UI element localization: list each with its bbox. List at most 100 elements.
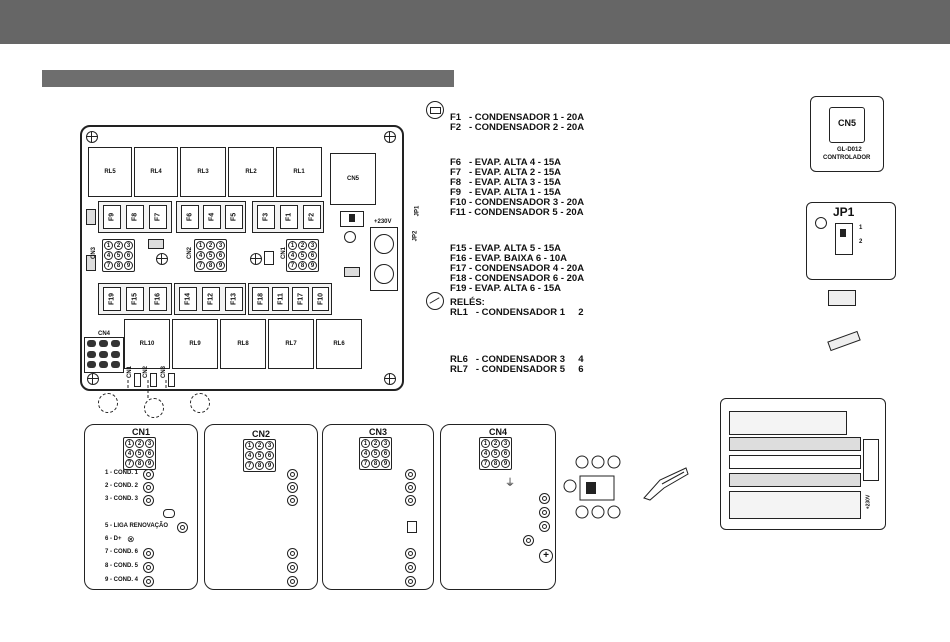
- motor-icon: [287, 495, 298, 506]
- motor-icon: [287, 469, 298, 480]
- diode-icon: [148, 239, 164, 249]
- connector-wires: [118, 380, 192, 398]
- legend-fuse-f18: F18 - CONDENSADOR 6 - 20A: [450, 273, 585, 284]
- motor-icon: [143, 562, 154, 573]
- screw-icon: [250, 253, 262, 265]
- jumper-jp1: [340, 211, 364, 227]
- pin-label-cn3: CN3: [161, 365, 168, 379]
- legend-fuse-f19: F19 - EVAP. ALTA 6 - 15A: [450, 283, 562, 294]
- screw-icon: [86, 131, 98, 143]
- jp1-title: JP1: [833, 205, 855, 219]
- thumb-fuses-row2: [729, 473, 861, 487]
- fuse-f12: F12: [202, 287, 220, 311]
- jp1-pos2: 2: [859, 239, 863, 245]
- plus-icon: +: [539, 549, 553, 563]
- jumper-drawing-icon: [828, 290, 856, 306]
- renovation-icon: [177, 522, 188, 533]
- fuse-f19: F19: [103, 287, 121, 311]
- diode-icon: [344, 267, 360, 277]
- pin-header: [168, 373, 175, 387]
- header-bar: [0, 0, 950, 44]
- board-label-cn1: CN1: [281, 246, 288, 260]
- legend-relays-title: RELÉS:: [450, 297, 485, 308]
- pin-label-cn2: CN2: [143, 365, 150, 379]
- jp1-box: JP1 1 2: [806, 202, 896, 280]
- legend-fuse-f9: F9 - EVAP. ALTA 1 - 15A: [450, 187, 562, 198]
- fuse-f5: F5: [225, 205, 243, 229]
- fuse-f6: F6: [181, 205, 199, 229]
- motor-icon: [287, 482, 298, 493]
- relay-rl5: RL5: [88, 147, 132, 197]
- screw-icon: [384, 373, 396, 385]
- cn5-title: CN5: [837, 118, 856, 128]
- fuse-relay-board: RL5 RL4 RL3 RL2 RL1 CN5 F9 F8 F7 F6 F4 F…: [80, 125, 404, 391]
- legend-fuse-f17: F17 - CONDENSADOR 4 - 20A: [450, 263, 585, 274]
- fuse-f9: F9: [103, 205, 121, 229]
- terminal-230v-label: +230V: [374, 219, 392, 225]
- motor-icon: [143, 576, 154, 587]
- jp1-pos1: 1: [859, 225, 863, 231]
- relay-rl8: RL8: [220, 319, 266, 369]
- thumb-connectors: [729, 455, 861, 469]
- thumb-relays-bottom: [729, 491, 861, 519]
- jp1-jumper: [835, 223, 853, 255]
- motor-icon: [405, 562, 416, 573]
- cn1-pin-1: 1 - COND. 1: [105, 470, 139, 476]
- relay-rl6: RL6: [316, 319, 362, 369]
- cn5-code: GL-D012: [837, 147, 862, 153]
- plug-icon: [190, 393, 210, 413]
- cn2-title: CN2: [251, 429, 270, 439]
- legend-fuse-f2: F2 - CONDENSADOR 2 - 20A: [450, 122, 585, 133]
- motor-icon: [405, 495, 416, 506]
- terminal-screw-icon: [374, 264, 394, 284]
- motor-icon: [287, 548, 298, 559]
- relay-rl10: RL10: [124, 319, 170, 369]
- legend-relay-rl6: RL6 - CONDENSADOR 3 4: [450, 354, 584, 365]
- relay-rl9: RL9: [172, 319, 218, 369]
- motor-icon: [405, 576, 416, 587]
- relay-symbol-icon: [426, 292, 444, 310]
- board-label-jp1: JP1: [414, 205, 421, 217]
- legend-fuse-f1: F1 - CONDENSADOR 1 - 20A: [450, 112, 585, 123]
- component-icon: [264, 251, 274, 265]
- legend-fuse-f6: F6 - EVAP. ALTA 4 - 15A: [450, 157, 562, 168]
- relay-rl2: RL2: [228, 147, 274, 197]
- section-title-bar: [42, 70, 454, 87]
- cn1-pin-7: 7 - COND. 6: [105, 549, 139, 555]
- board-label-cn3: CN3: [91, 246, 98, 260]
- pin-label-cn1: CN1: [127, 365, 134, 379]
- terminal-drawing-icon: [827, 330, 861, 352]
- pin-header: [134, 373, 141, 387]
- screw-icon: [87, 373, 99, 385]
- cn1-pin-3: 3 - COND. 3: [105, 496, 139, 502]
- legend-fuse-f15: F15 - EVAP. ALTA 5 - 15A: [450, 243, 562, 254]
- fan-icon: [523, 535, 534, 546]
- screw-icon: [384, 131, 396, 143]
- terminal-screw-icon: [374, 234, 394, 254]
- buzzer-icon: [344, 231, 356, 243]
- fuse-group: F14 F12 F13: [174, 283, 246, 315]
- fuse-f3: F3: [257, 205, 275, 229]
- motor-icon: [143, 495, 154, 506]
- pin-header: [150, 373, 157, 387]
- relay-socket-drawing: [563, 455, 621, 519]
- diode-icon: [86, 255, 96, 271]
- heater-icon: [407, 521, 417, 533]
- fuse-f15: F15: [126, 287, 144, 311]
- legend-fuse-f7: F7 - EVAP. ALTA 2 - 15A: [450, 167, 562, 178]
- fuse-group: F18 F11 F17 F10: [248, 283, 332, 315]
- motor-icon: [143, 482, 154, 493]
- fuse-f2: F2: [303, 205, 321, 229]
- thumb-relays-top: [729, 411, 847, 435]
- fuse-f14: F14: [179, 287, 197, 311]
- screw-icon: [156, 253, 168, 265]
- motor-icon: [405, 469, 416, 480]
- fuse-f17: F17: [292, 287, 309, 311]
- fuse-f18: F18: [252, 287, 269, 311]
- motor-icon: [539, 507, 550, 518]
